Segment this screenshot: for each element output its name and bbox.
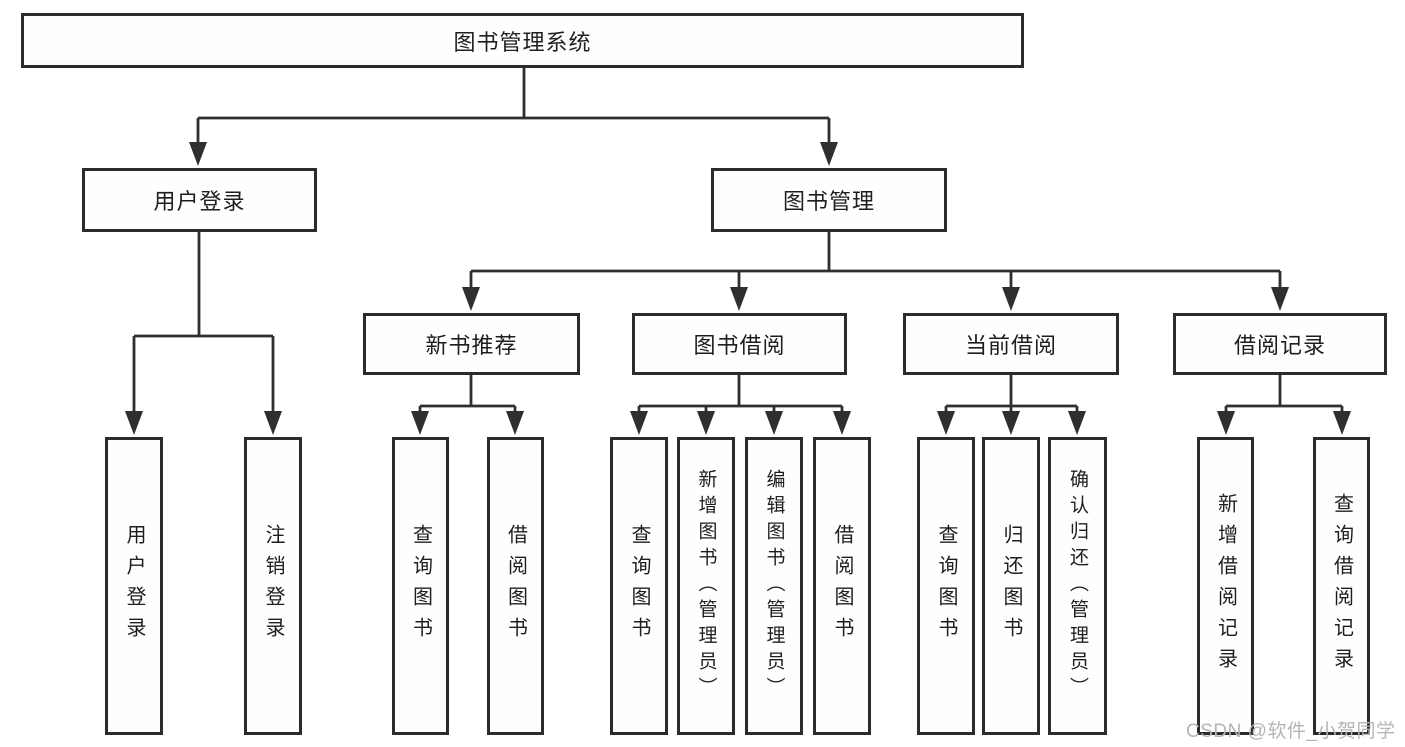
- node-label: 图书借阅: [693, 333, 786, 358]
- node-query-borrow-record: 查询借阅记录: [1313, 437, 1370, 735]
- node-label: 用户登录: [153, 189, 246, 214]
- node-login: 用户登录: [105, 437, 163, 735]
- node-label: 编辑图书（管理员）: [763, 469, 785, 703]
- node-borrowing-records: 借阅记录: [1173, 313, 1387, 375]
- node-current-borrowing: 当前借阅: [903, 313, 1119, 375]
- node-logout: 注销登录: [244, 437, 302, 735]
- node-label: 当前借阅: [964, 333, 1057, 358]
- node-label: 查询图书: [628, 524, 650, 648]
- node-label: 查询借阅记录: [1330, 493, 1353, 679]
- node-borrow-books-borrowing: 借阅图书: [813, 437, 871, 735]
- node-label: 借阅图书: [504, 524, 527, 648]
- node-label: 借阅图书: [831, 524, 853, 648]
- node-new-book-recommend: 新书推荐: [363, 313, 580, 375]
- node-label: 图书管理系统: [453, 29, 592, 55]
- node-label: 新增借阅记录: [1214, 493, 1237, 679]
- node-return-book: 归还图书: [982, 437, 1040, 735]
- node-book-management: 图书管理: [711, 168, 947, 232]
- node-label: 注销登录: [262, 524, 284, 648]
- node-add-book-admin: 新增图书（管理员）: [677, 437, 735, 735]
- node-add-borrow-record: 新增借阅记录: [1197, 437, 1254, 735]
- node-label: 借阅记录: [1233, 333, 1326, 358]
- node-label: 归还图书: [1000, 524, 1022, 648]
- node-borrow-books-recommend: 借阅图书: [487, 437, 544, 735]
- node-user-login: 用户登录: [82, 168, 317, 232]
- watermark: CSDN @软件_小贺同学: [1186, 721, 1396, 742]
- node-book-borrowing: 图书借阅: [632, 313, 847, 375]
- node-label: 新书推荐: [425, 333, 518, 358]
- node-label: 确认归还（管理员）: [1067, 469, 1088, 703]
- arrowhead-icons: [125, 142, 1351, 435]
- node-label: 用户登录: [123, 524, 145, 648]
- node-confirm-return-admin: 确认归还（管理员）: [1048, 437, 1107, 735]
- node-edit-book-admin: 编辑图书（管理员）: [745, 437, 803, 735]
- node-library-system: 图书管理系统: [21, 13, 1024, 68]
- node-label: 新增图书（管理员）: [695, 469, 717, 703]
- node-query-books-current: 查询图书: [917, 437, 975, 735]
- node-label: 查询图书: [935, 524, 957, 648]
- node-query-books-borrowing: 查询图书: [610, 437, 668, 735]
- node-query-books-recommend: 查询图书: [392, 437, 449, 735]
- node-label: 查询图书: [409, 524, 432, 648]
- node-label: 图书管理: [782, 189, 875, 214]
